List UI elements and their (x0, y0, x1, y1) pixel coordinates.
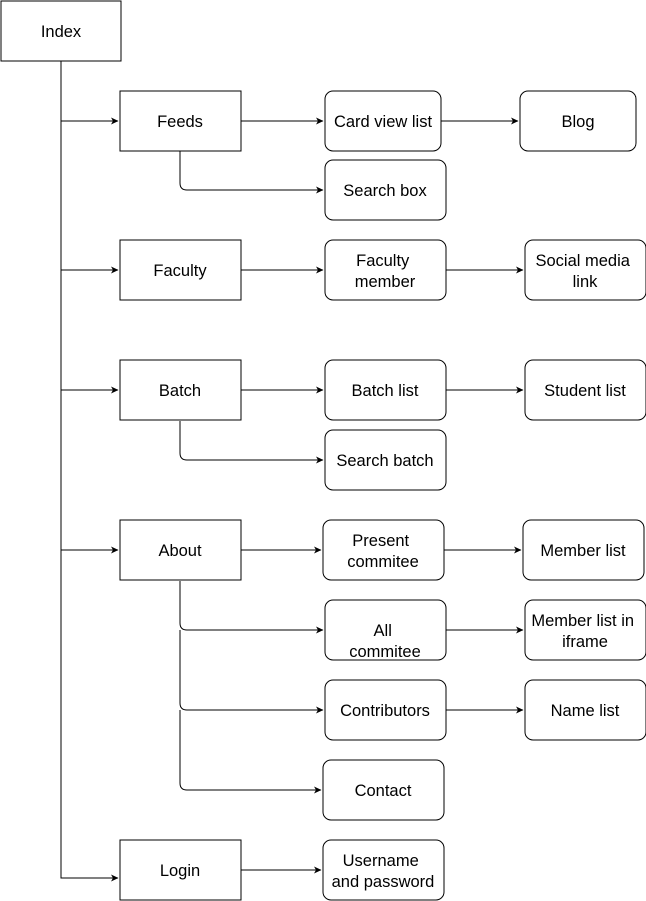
edge-about-all-commitee (179, 581, 324, 634)
svg-text:Feeds: Feeds (157, 113, 203, 131)
node-contributors: Contributors (324, 679, 447, 741)
svg-text:Present commitee: Present commitee (347, 532, 419, 571)
node-label: Member list (540, 542, 626, 560)
node-label: About (158, 542, 202, 560)
node-label: Blog (561, 113, 594, 131)
svg-text:Batch list: Batch list (352, 382, 419, 400)
edge-index-batch (60, 270, 119, 394)
node-label-line-1: Member list in (531, 612, 634, 630)
node-label-line-1: Faculty (356, 252, 410, 270)
node-label-line-2: and password (332, 873, 435, 891)
node-label-line-1: All (374, 622, 392, 640)
node-label: Login (160, 862, 200, 880)
svg-text:Batch: Batch (159, 382, 201, 400)
node-blog: Blog (519, 90, 637, 152)
node-faculty-member: Faculty member (324, 239, 447, 301)
node-label: Student list (544, 382, 626, 400)
node-card-view-list: Card view list (324, 90, 442, 152)
node-label-line-1: Social media (535, 252, 630, 270)
node-label: Faculty (153, 262, 207, 280)
svg-text:Member list in iframe: Member list in iframe (531, 612, 638, 651)
node-label-line-2: iframe (562, 633, 608, 651)
node-login: Login (119, 839, 242, 901)
node-name-list: Name list (524, 679, 646, 741)
node-label: Feeds (157, 113, 203, 131)
node-label: Batch (159, 382, 201, 400)
node-label: Batch list (352, 382, 419, 400)
svg-text:Name list: Name list (551, 702, 620, 720)
node-username-password: Username and password (322, 839, 445, 901)
node-search-box: Search box (324, 159, 447, 221)
node-label-line-2: link (573, 273, 599, 291)
node-member-list-iframe: Member list in iframe (524, 599, 646, 661)
node-search-batch: Search batch (324, 429, 447, 491)
node-faculty: Faculty (119, 239, 242, 301)
node-index: Index (0, 0, 122, 62)
node-label: Name list (551, 702, 620, 720)
edge-about-contact (179, 710, 322, 794)
node-label-line-2: commitee (347, 553, 419, 571)
node-present-commitee: Present commitee (322, 519, 445, 581)
svg-text:Username and password: Username and password (332, 852, 435, 891)
edge-index-about (60, 390, 119, 554)
edge-about-contributors (179, 630, 324, 714)
node-social-media-link: Social media link (524, 239, 646, 301)
svg-text:Search batch: Search batch (336, 452, 433, 470)
svg-text:Social media link: Social media link (535, 252, 634, 291)
node-feeds: Feeds (119, 90, 242, 152)
node-label: Contributors (340, 702, 430, 720)
node-label: Search box (343, 182, 427, 200)
edge-batch-search-batch (179, 421, 324, 464)
node-batch: Batch (119, 359, 242, 421)
node-student-list: Student list (524, 359, 646, 421)
edge-index-feeds (60, 61, 119, 125)
svg-text:Faculty: Faculty (153, 262, 207, 280)
svg-text:Student list: Student list (544, 382, 626, 400)
svg-text:All commitee: All commitee (349, 622, 421, 661)
node-label-line-1: Present (352, 532, 409, 550)
node-label-line-1: Username (343, 852, 419, 870)
node-label: Search batch (336, 452, 433, 470)
node-batch-list: Batch list (324, 359, 447, 421)
svg-text:Contact: Contact (355, 782, 412, 800)
edge-feeds-search-box (179, 151, 324, 194)
svg-text:Faculty member: Faculty member (355, 252, 416, 291)
node-member-list: Member list (522, 519, 645, 581)
node-label: Index (41, 23, 82, 41)
node-label-line-2: member (355, 273, 416, 291)
node-label: Contact (355, 782, 412, 800)
svg-text:Search box: Search box (343, 182, 427, 200)
node-all-commitee: All commitee (324, 599, 447, 661)
svg-text:Login: Login (160, 862, 200, 880)
node-label-line-2: commitee (349, 643, 421, 661)
node-contact: Contact (322, 759, 445, 821)
node-label: Card view list (334, 113, 433, 131)
svg-text:Contributors: Contributors (340, 702, 430, 720)
node-about: About (119, 519, 242, 581)
svg-text:Blog: Blog (561, 113, 594, 131)
edge-index-login (60, 550, 119, 882)
svg-text:Card view list: Card view list (334, 113, 433, 131)
svg-text:Member list: Member list (540, 542, 626, 560)
svg-text:About: About (158, 542, 202, 560)
edge-index-faculty (60, 121, 119, 274)
connectors (60, 61, 524, 882)
svg-text:Index: Index (41, 23, 82, 41)
